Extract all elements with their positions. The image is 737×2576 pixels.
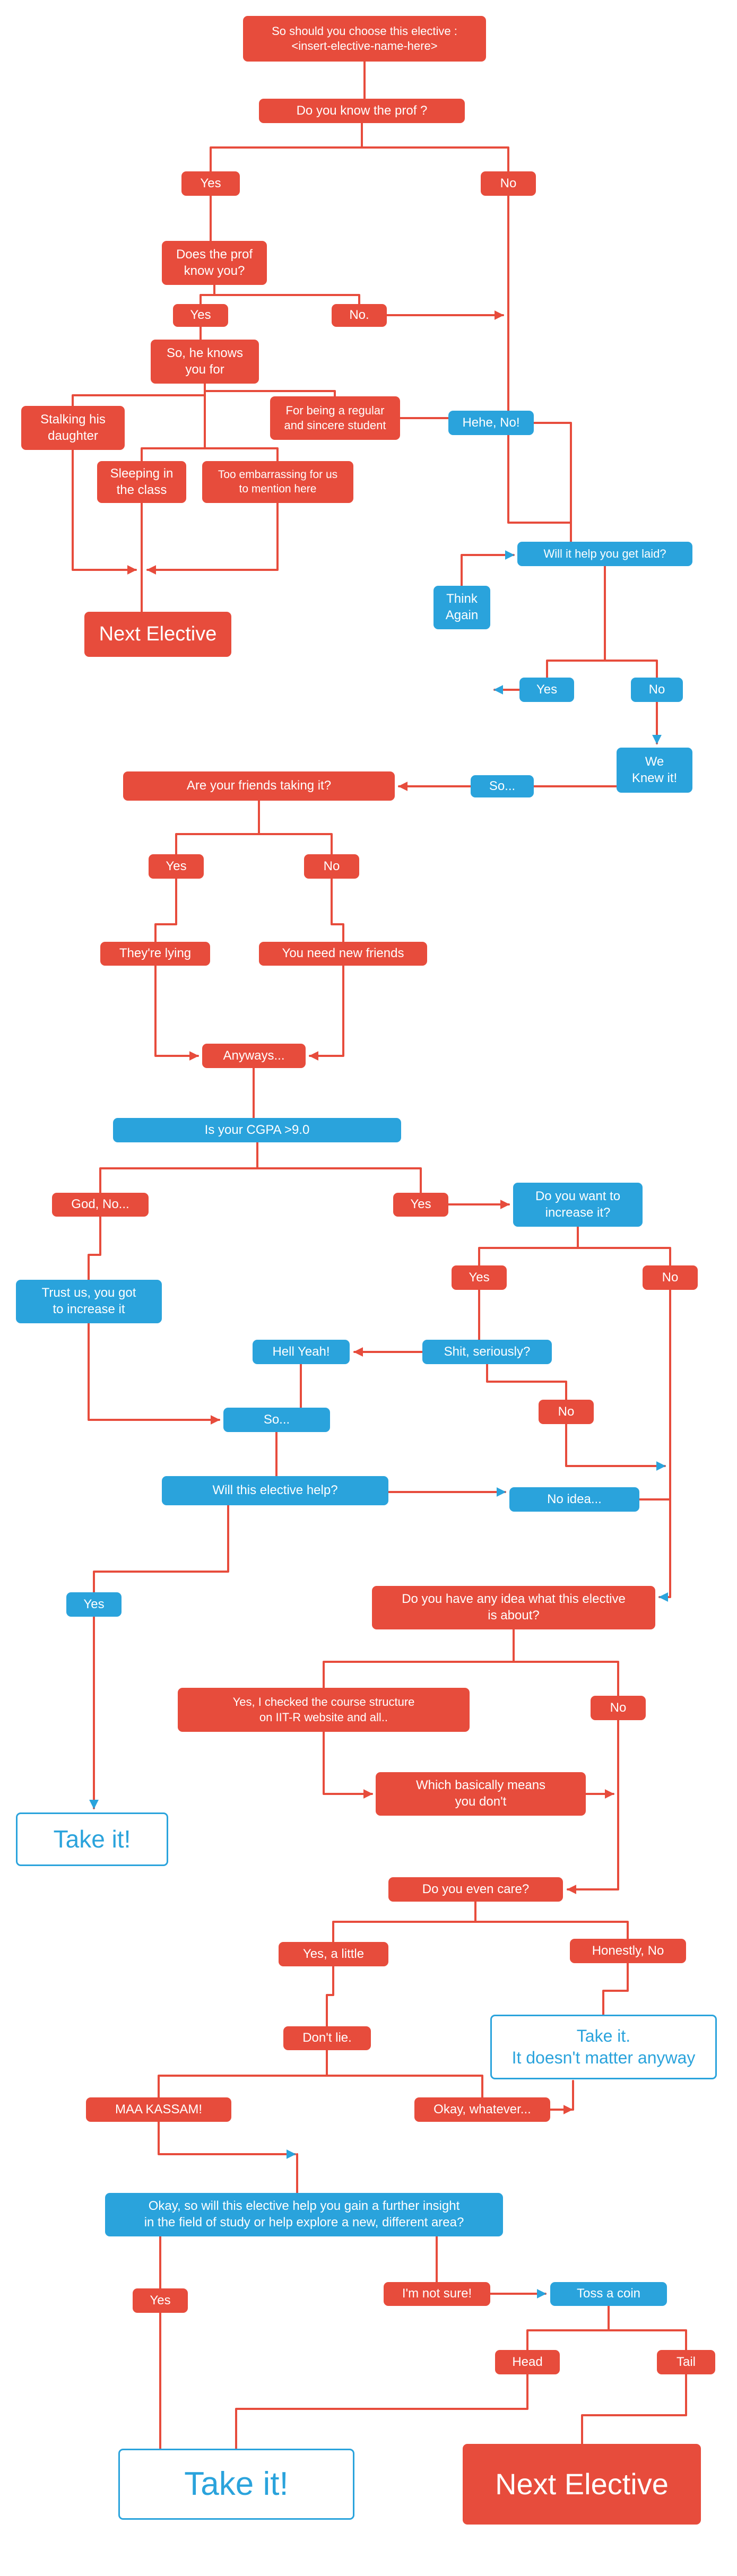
node-yes-friends: Yes [149, 854, 204, 879]
node-need-new-friends: You need new friends [259, 942, 427, 966]
node-tail: Tail [657, 2350, 715, 2374]
node-shit-seriously: Shit, seriously? [422, 1340, 552, 1364]
node-toss-a-coin: Toss a coin [550, 2282, 667, 2306]
node-think-again: Think Again [433, 586, 490, 629]
node-yes-help: Yes [66, 1592, 122, 1617]
node-prof-know-you: Does the prof know you? [162, 241, 267, 285]
node-next-elective-top: Next Elective [84, 612, 231, 657]
node-regular-student: For being a regular and sincere student [270, 396, 400, 440]
node-yes-a-little: Yes, a little [279, 1942, 388, 1966]
node-big-question: Okay, so will this elective help you gai… [105, 2193, 503, 2236]
node-yes-increase: Yes [452, 1265, 507, 1290]
node-we-knew-it: We Knew it! [617, 748, 692, 793]
node-too-embarrassing: Too embarrassing for us to mention here [202, 461, 353, 503]
node-elective-help: Will this elective help? [162, 1476, 388, 1505]
node-cgpa: Is your CGPA >9.0 [113, 1118, 401, 1142]
node-yes-insight: Yes [133, 2288, 188, 2313]
node-next-elective-final: Next Elective [463, 2444, 701, 2525]
node-so-1: So... [471, 775, 534, 797]
node-yes-laid: Yes [519, 678, 574, 702]
node-no-friends: No [304, 854, 359, 879]
node-take-it-anyway: Take it. It doesn't matter anyway [490, 2015, 717, 2079]
node-so-2: So... [223, 1408, 330, 1432]
node-no-idea-about: No [591, 1696, 646, 1720]
node-no-idea: No idea... [509, 1487, 639, 1512]
node-no-know-prof: No [481, 171, 536, 196]
node-god-no: God, No... [52, 1193, 149, 1217]
node-any-idea: Do you have any idea what this elective … [372, 1586, 655, 1629]
node-honestly-no: Honestly, No [570, 1939, 686, 1963]
node-anyways: Anyways... [202, 1044, 306, 1068]
node-no-seriously: No [539, 1400, 594, 1424]
node-no-prof-knows: No. [332, 304, 387, 327]
node-yes-prof-knows: Yes [173, 304, 228, 327]
node-take-it-final: Take it! [118, 2449, 354, 2520]
node-sleeping-in-class: Sleeping in the class [97, 461, 186, 503]
node-yes-know-prof: Yes [181, 171, 240, 196]
node-not-sure: I'm not sure! [384, 2282, 490, 2306]
node-yes-cgpa: Yes [393, 1193, 448, 1217]
node-no-laid: No [631, 678, 683, 702]
node-no-increase: No [643, 1265, 698, 1290]
node-title: So should you choose this elective : <in… [243, 16, 486, 62]
node-okay-whatever: Okay, whatever... [414, 2097, 550, 2122]
node-even-care: Do you even care? [388, 1877, 563, 1902]
node-increase-it: Do you want to increase it? [513, 1183, 643, 1227]
node-trust-us: Trust us, you got to increase it [16, 1280, 162, 1323]
node-hehe-no: Hehe, No! [448, 411, 534, 435]
node-take-it-1: Take it! [16, 1812, 168, 1866]
node-knows-you-for: So, he knows you for [151, 340, 259, 384]
node-head: Head [495, 2350, 560, 2374]
node-theyre-lying: They're lying [100, 942, 210, 966]
node-get-laid: Will it help you get laid? [517, 542, 692, 566]
node-maa-kassam: MAA KASSAM! [86, 2097, 231, 2122]
node-know-prof: Do you know the prof ? [259, 99, 465, 123]
node-stalking-daughter: Stalking his daughter [21, 406, 125, 450]
node-hell-yeah: Hell Yeah! [253, 1340, 350, 1364]
node-dont-lie: Don't lie. [283, 2026, 371, 2050]
node-checked-course: Yes, I checked the course structure on I… [178, 1688, 470, 1732]
node-friends-taking: Are your friends taking it? [123, 771, 395, 801]
node-basically-means: Which basically means you don't [376, 1772, 586, 1816]
